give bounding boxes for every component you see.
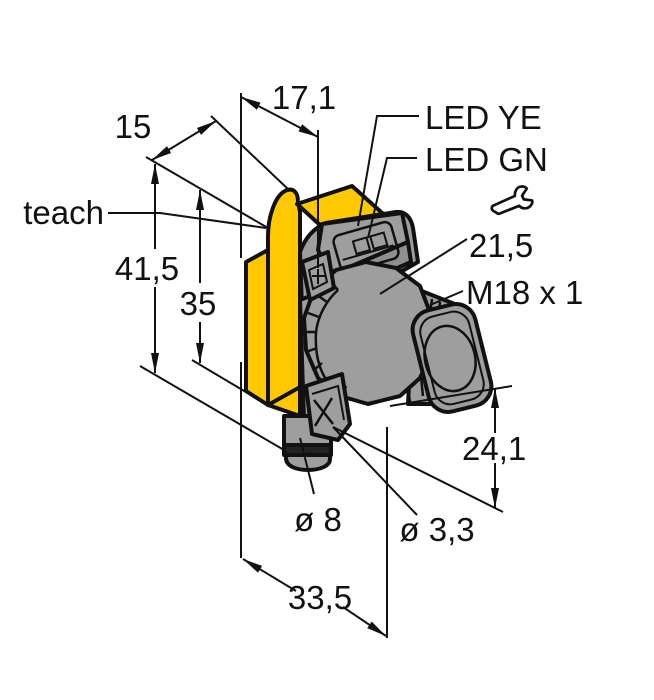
lower-mounting-tab [304,372,352,442]
hole-dia-leader [332,426,418,516]
housing-front-slab-with-hook [266,187,302,418]
dim-33-5-left [242,558,297,592]
extension-lines [139,93,513,638]
rear-reference-diagonal [210,115,290,191]
dim-33-5-right [342,606,387,637]
dim-17-1 [240,96,319,138]
labels: 17,1 15 teach 41,5 35 LED YE LED GN 21,5… [23,79,583,616]
label-led-yellow: LED YE [425,99,542,136]
led-gn-leader [367,157,417,239]
led-window-step [342,244,394,261]
label-overall-length: 33,5 [288,579,352,616]
lower-tab-inner [311,384,345,421]
teach-leader [108,212,267,229]
lens [423,324,477,393]
dim-15 [151,120,217,161]
label-housing-height: 35 [180,285,217,322]
label-thread: M18 x 1 [466,274,583,311]
sensor-head [282,209,494,472]
label-wrench-flat: 21,5 [469,227,533,264]
hole-reference-diagonal [332,426,504,513]
housing-left-flap [244,248,270,407]
bottom-reference-rear [139,365,285,451]
label-bracket-depth: 15 [115,108,152,145]
thread-leader [429,290,464,306]
hole-center-mark [313,397,334,427]
top-reference-diagonal [145,156,269,229]
led-ye-leader [357,115,419,227]
wrench-icon [490,185,534,216]
bottom-reference-front [191,359,267,405]
hex-nut [302,260,434,406]
label-overall-height: 41,5 [115,250,179,287]
led-green-indicator [369,231,389,251]
leader-lines [108,115,468,516]
label-top-depth: 17,1 [272,79,336,116]
label-connector-dia: ø 8 [294,501,342,538]
led-yellow-indicator [351,236,372,256]
front-cap-chamfer [419,310,485,406]
dimension-lines [151,96,499,637]
front-cap-group [410,302,494,414]
connector-dia-leader [299,437,315,495]
label-front-height: 24,1 [462,430,526,467]
wrench-flat-leader [379,238,468,295]
label-hole-dia: ø 3,3 [399,511,474,548]
lower-tab-face [304,372,352,442]
label-led-green: LED GN [425,141,548,178]
label-teach: teach [23,194,104,231]
